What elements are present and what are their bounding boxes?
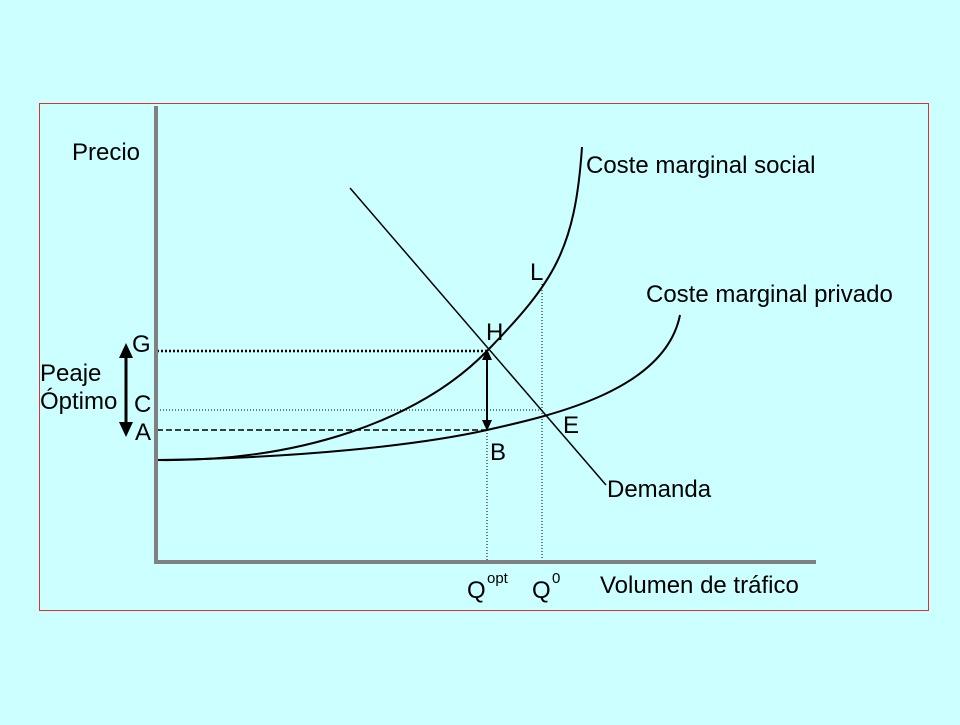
point-label-g: G — [132, 331, 151, 358]
social-cost-label: Coste marginal social — [586, 152, 815, 179]
toll-arrow-up-head — [119, 343, 133, 358]
hb-arrow-down-head — [482, 420, 492, 431]
diagram-frame — [39, 103, 929, 611]
point-label-c: C — [134, 391, 151, 418]
demand-curve — [349, 187, 607, 486]
point-label-h: H — [486, 319, 503, 346]
point-label-l: L — [530, 259, 543, 286]
toll-label-line2: Óptimo — [40, 388, 117, 415]
social-cost-curve — [156, 146, 583, 462]
y-axis-label: Precio — [72, 139, 140, 166]
x-axis-label: Volumen de tráfico — [600, 572, 799, 599]
point-label-a: A — [135, 419, 151, 446]
point-label-b: B — [490, 439, 506, 466]
toll-label-line1: Peaje — [40, 360, 101, 387]
q0-superscript: 0 — [552, 570, 560, 587]
toll-arrow-down-head — [119, 422, 133, 437]
q0-label: Q — [532, 577, 551, 604]
q-opt-label: Q — [467, 577, 486, 604]
hb-arrow-up-head — [482, 349, 492, 360]
private-cost-curve — [156, 314, 681, 461]
q-opt-superscript: opt — [487, 570, 509, 587]
point-label-e: E — [563, 412, 579, 439]
private-cost-label: Coste marginal privado — [646, 281, 893, 308]
demand-label: Demanda — [607, 476, 712, 503]
